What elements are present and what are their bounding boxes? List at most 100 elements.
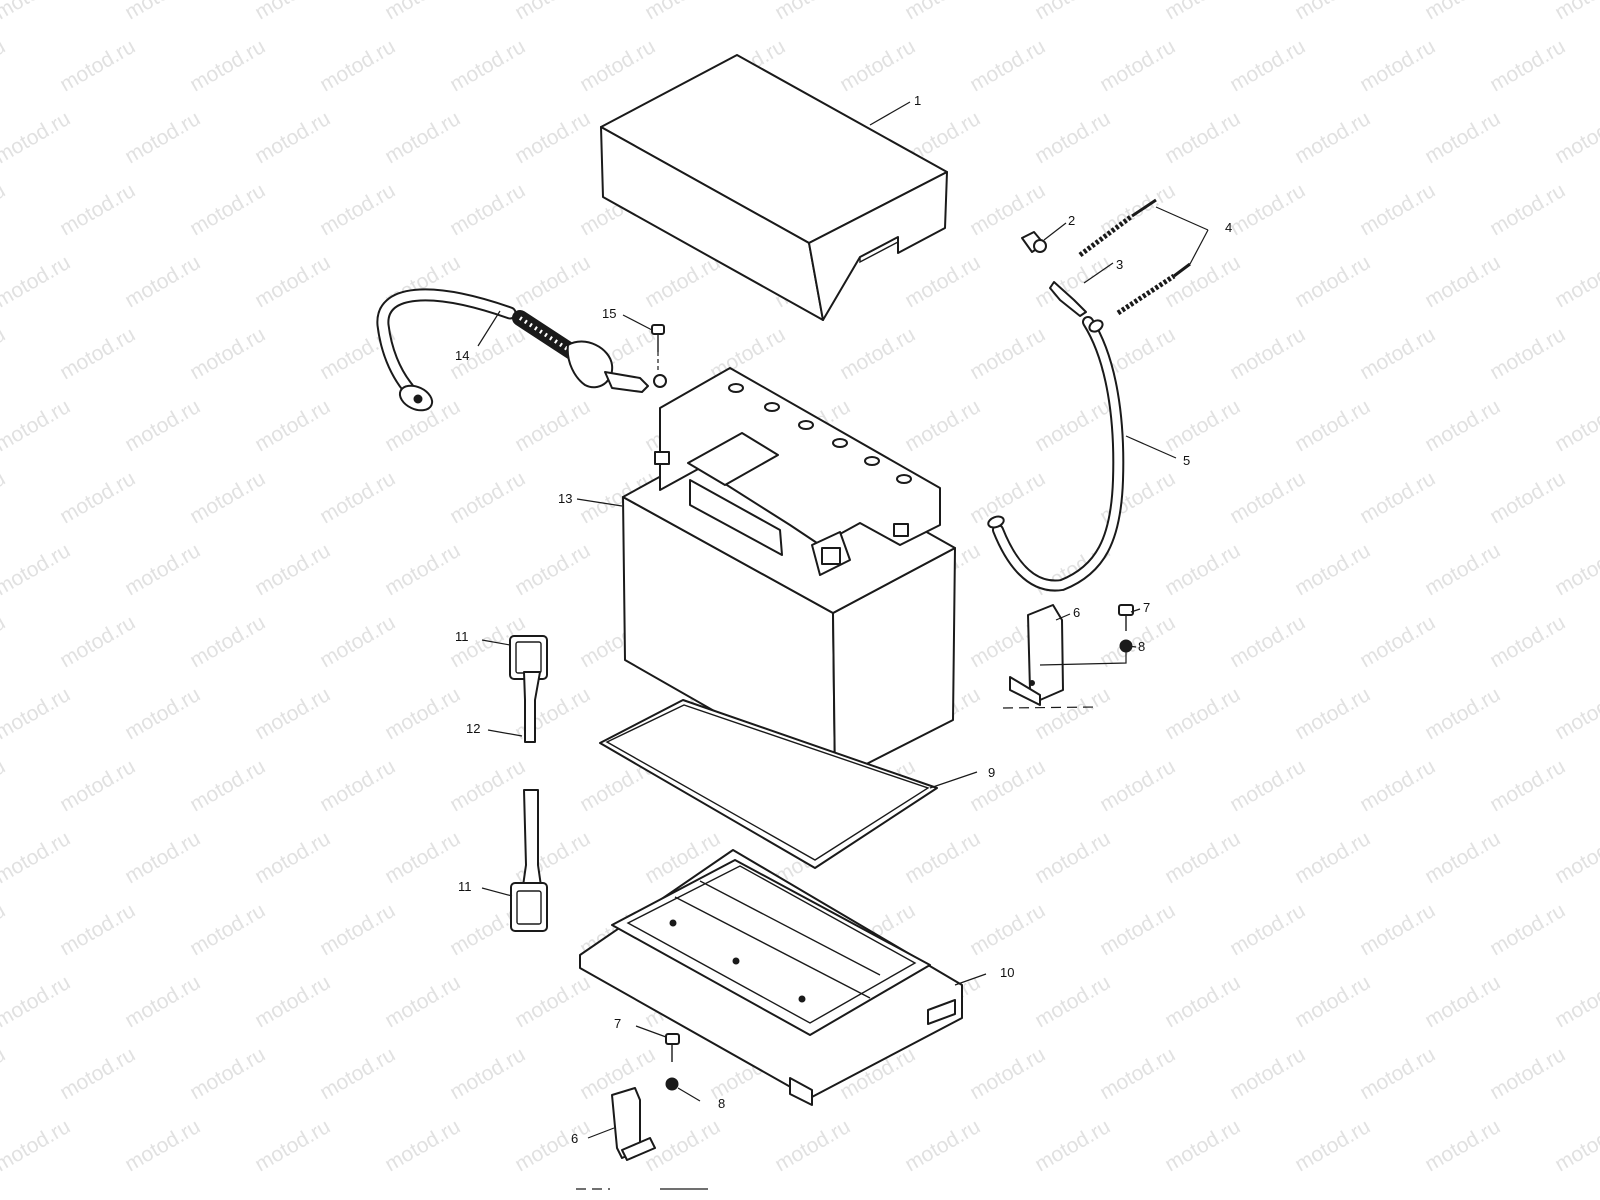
watermark-text: motod.ru [1291, 971, 1374, 1032]
part-battery [622, 367, 956, 781]
watermark-text: motod.ru [56, 1043, 139, 1104]
watermark-text: motod.ru [576, 35, 659, 96]
watermark-text: motod.ru [836, 323, 919, 384]
watermark-text: motod.ru [56, 467, 139, 528]
part-battery-cover [600, 54, 948, 321]
watermark-text: motod.ru [121, 395, 204, 456]
watermark-text: motod.ru [1291, 683, 1374, 744]
watermark-text: motod.ru [0, 971, 74, 1032]
watermark-text: motod.ru [251, 539, 334, 600]
watermark-text: motod.ru [1096, 755, 1179, 816]
watermark-text: motod.ru [0, 323, 9, 384]
watermark-text: motod.ru [966, 323, 1049, 384]
callout-11: 11 [458, 879, 472, 894]
watermark-text: motod.ru [1291, 1115, 1374, 1176]
callout-6: 6 [571, 1131, 578, 1146]
watermark-text: motod.ru [316, 611, 399, 672]
watermark-text: motod.ru [381, 683, 464, 744]
part-vent-hose [987, 316, 1125, 592]
watermark-text: motod.ru [1551, 107, 1600, 168]
watermark-text: motod.ru [56, 323, 139, 384]
watermark-text: motod.ru [251, 395, 334, 456]
watermark-text: motod.ru [381, 827, 464, 888]
watermark-text: motod.ru [381, 539, 464, 600]
watermark-text: motod.ru [901, 251, 984, 312]
watermark-text: motod.ru [251, 827, 334, 888]
watermark-text: motod.ru [1551, 539, 1600, 600]
watermark-text: motod.ru [1226, 1043, 1309, 1104]
watermark-text: motod.ru [121, 1115, 204, 1176]
watermark-text: motod.ru [1161, 0, 1244, 24]
watermark-text: motod.ru [56, 755, 139, 816]
watermark-text: motod.ru [1096, 899, 1179, 960]
watermark-text: motod.ru [186, 467, 269, 528]
callout-15: 15 [602, 306, 616, 321]
watermark-text: motod.ru [641, 0, 724, 24]
callout-5: 5 [1183, 453, 1190, 468]
callout-8: 8 [1138, 639, 1145, 654]
part-battery-cable [376, 288, 667, 412]
watermark-text: motod.ru [1551, 1115, 1600, 1176]
watermark-text: motod.ru [511, 683, 594, 744]
watermark-text: motod.ru [0, 179, 9, 240]
watermark-text: motod.ru [1356, 899, 1439, 960]
watermark-text: motod.ru [836, 35, 919, 96]
watermark-text: motod.ru [381, 971, 464, 1032]
callout-3: 3 [1116, 257, 1123, 272]
watermark-text: motod.ru [641, 251, 724, 312]
watermark-text: motod.ru [251, 971, 334, 1032]
callout-2: 2 [1068, 213, 1075, 228]
watermark-text: motod.ru [511, 1115, 594, 1176]
leader-lines [477, 101, 1209, 1139]
watermark-text: motod.ru [186, 611, 269, 672]
watermark-text: motod.ru [1291, 827, 1374, 888]
watermark-text: motod.ru [901, 1115, 984, 1176]
watermark-text: motod.ru [1226, 35, 1309, 96]
watermark-text: motod.ru [446, 179, 529, 240]
watermark-text: motod.ru [1421, 539, 1504, 600]
watermark-text: motod.ru [1291, 0, 1374, 24]
watermark-text: motod.ru [1421, 683, 1504, 744]
watermark-text: motod.ru [771, 0, 854, 24]
watermark-text: motod.ru [446, 467, 529, 528]
watermark-text: motod.ru [1551, 971, 1600, 1032]
watermark-text: motod.ru [511, 107, 594, 168]
watermark-text: motod.ru [1486, 467, 1569, 528]
watermark-text: motod.ru [1226, 179, 1309, 240]
watermark-text: motod.ru [511, 539, 594, 600]
watermark-text: motod.ru [901, 0, 984, 24]
watermark-text: motod.ru [1486, 899, 1569, 960]
watermark-text: motod.ru [1291, 395, 1374, 456]
watermark-text: motod.ru [1031, 0, 1114, 24]
watermark-text: motod.ru [0, 827, 74, 888]
part-battery-tray [579, 849, 963, 1106]
callout-12: 12 [466, 721, 480, 736]
watermark-text: motod.ru [1356, 323, 1439, 384]
watermark-text: motod.ru [966, 467, 1049, 528]
callout-13: 13 [558, 491, 572, 506]
watermark-text: motod.ru [0, 899, 9, 960]
callout-9: 9 [988, 765, 995, 780]
watermark-text: motod.ru [121, 0, 204, 24]
watermark-text: motod.ru [1421, 251, 1504, 312]
watermark-text: motod.ru [1356, 179, 1439, 240]
watermark-text: motod.ru [1356, 467, 1439, 528]
watermark-text: motod.ru [1486, 35, 1569, 96]
watermark-text: motod.ru [1161, 251, 1244, 312]
watermark-text: motod.ru [0, 467, 9, 528]
watermark-text: motod.ru [1291, 251, 1374, 312]
watermark-text: motod.ru [1486, 179, 1569, 240]
watermark-text: motod.ru [0, 35, 9, 96]
part-battery-pad [599, 699, 938, 869]
callout-7: 7 [614, 1016, 621, 1031]
part-hold-down-strap [509, 635, 548, 932]
watermark-text: motod.ru [901, 827, 984, 888]
watermark-text: motod.ru [251, 107, 334, 168]
watermark-text: motod.ru [966, 899, 1049, 960]
watermark-text: motod.ru [966, 179, 1049, 240]
watermark-text: motod.ru [1226, 467, 1309, 528]
watermark-text: motod.ru [1161, 1115, 1244, 1176]
watermark-text: motod.ru [381, 107, 464, 168]
watermark-text: motod.ru [381, 0, 464, 24]
